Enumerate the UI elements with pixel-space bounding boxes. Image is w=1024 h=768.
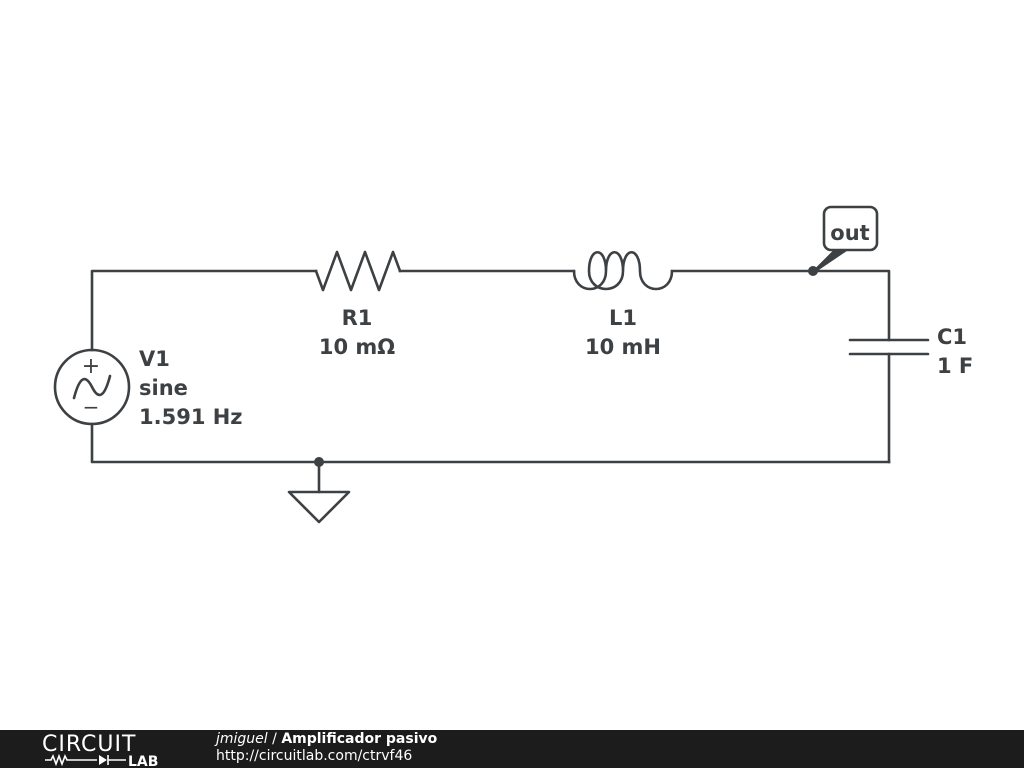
- credit-separator: /: [267, 731, 282, 747]
- logo-text-bottom: LAB: [128, 754, 158, 766]
- l1-value-label: 10 mH: [585, 335, 661, 359]
- node-probe-out[interactable]: out: [808, 205, 879, 276]
- logo-diode-icon: [99, 755, 107, 765]
- probe-label: out: [830, 221, 869, 245]
- resistor-r1[interactable]: [314, 250, 402, 292]
- r1-value-label: 10 mΩ: [319, 335, 395, 359]
- voltage-source-v1[interactable]: + −: [53, 348, 131, 426]
- circuitlab-logo[interactable]: CIRCUIT LAB: [42, 732, 182, 766]
- inductor-l1[interactable]: [572, 251, 674, 291]
- logo-resistor-icon: [45, 753, 97, 766]
- wire-bottom: [90, 422, 891, 464]
- probe-box: [822, 205, 879, 252]
- footer-bar: CIRCUIT LAB jmiguel / Amplificador pasiv…: [0, 730, 1024, 768]
- sine-wave-icon: [72, 374, 112, 400]
- circuit-schematic: + − V1 sine 1.591 Hz R1 10 mΩ L1 10 mH C…: [53, 205, 973, 524]
- ground-symbol[interactable]: [287, 457, 351, 524]
- credit-line: jmiguel / Amplificador pasivo: [216, 731, 437, 748]
- source-minus-sign: −: [83, 395, 100, 419]
- l1-name-label: L1: [609, 306, 637, 330]
- author-name[interactable]: jmiguel: [216, 731, 268, 747]
- wires: [90, 269, 891, 464]
- wire-l1-c1: [670, 269, 891, 342]
- r1-name-label: R1: [342, 306, 373, 330]
- v1-frequency-label: 1.591 Hz: [139, 405, 243, 429]
- logo-text-top: CIRCUIT: [42, 732, 136, 757]
- circuit-credit: jmiguel / Amplificador pasivo http://cir…: [216, 731, 437, 765]
- v1-type-label: sine: [139, 376, 188, 400]
- c1-name-label: C1: [937, 325, 967, 349]
- capacitor-c1[interactable]: [848, 338, 930, 356]
- circuit-url[interactable]: http://circuitlab.com/ctrvf46: [216, 748, 413, 764]
- v1-name-label: V1: [139, 347, 170, 371]
- source-plus-sign: +: [82, 354, 100, 379]
- circuit-title[interactable]: Amplificador pasivo: [281, 731, 438, 747]
- wire-top-left: [90, 269, 318, 352]
- c1-value-label: 1 F: [937, 354, 973, 378]
